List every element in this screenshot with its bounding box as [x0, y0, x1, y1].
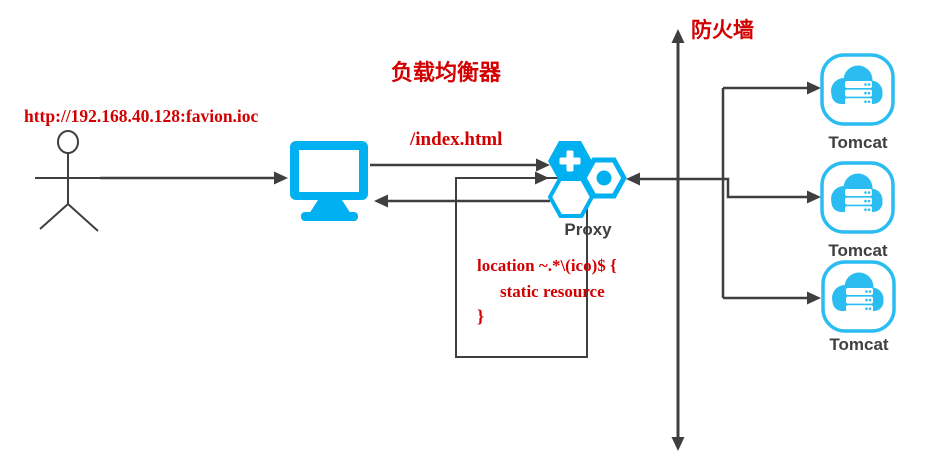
arrowhead-tomcat-3 — [807, 291, 821, 305]
arrow-backend-to-proxy — [626, 172, 723, 186]
load-balancer-title: 负载均衡器 — [391, 60, 502, 85]
tomcat-label-1: Tomcat — [828, 133, 888, 152]
tomcat-cloud-server-icon — [831, 65, 883, 106]
user-stick-figure-icon — [35, 130, 103, 232]
nginx-config-line-2: static resource — [500, 282, 605, 301]
arrow-proxy-to-monitor — [374, 194, 550, 208]
request-path-label: /index.html — [410, 129, 503, 150]
tomcat-label-3: Tomcat — [829, 335, 889, 354]
firewall-title: 防火墙 — [691, 19, 754, 42]
arrow-config-to-proxy — [535, 171, 549, 185]
arrowhead-tomcat-2 — [807, 190, 821, 204]
proxy-label: Proxy — [564, 220, 612, 239]
monitor-icon — [290, 141, 368, 221]
tomcat-cloud-server-icon — [831, 173, 883, 214]
arrow-monitor-to-proxy — [370, 158, 550, 172]
tomcat-node-1 — [820, 53, 895, 126]
tomcat-node-2 — [820, 161, 895, 234]
nginx-config-line-1: location ~.*\(ico)$ { — [477, 256, 617, 275]
arrowhead-tomcat-1 — [807, 81, 821, 95]
tomcat-label-2: Tomcat — [828, 241, 888, 260]
arrow-user-to-monitor — [100, 171, 288, 185]
tomcat-node-3 — [821, 260, 896, 333]
tomcat-cloud-server-icon — [832, 272, 884, 313]
firewall-line-icon — [671, 29, 685, 451]
branch-lines-to-tomcats — [721, 86, 808, 300]
proxy-hexagons-icon — [547, 141, 627, 218]
nginx-config-line-3: } — [477, 306, 485, 326]
request-url-label: http://192.168.40.128:favion.ioc — [24, 106, 259, 126]
